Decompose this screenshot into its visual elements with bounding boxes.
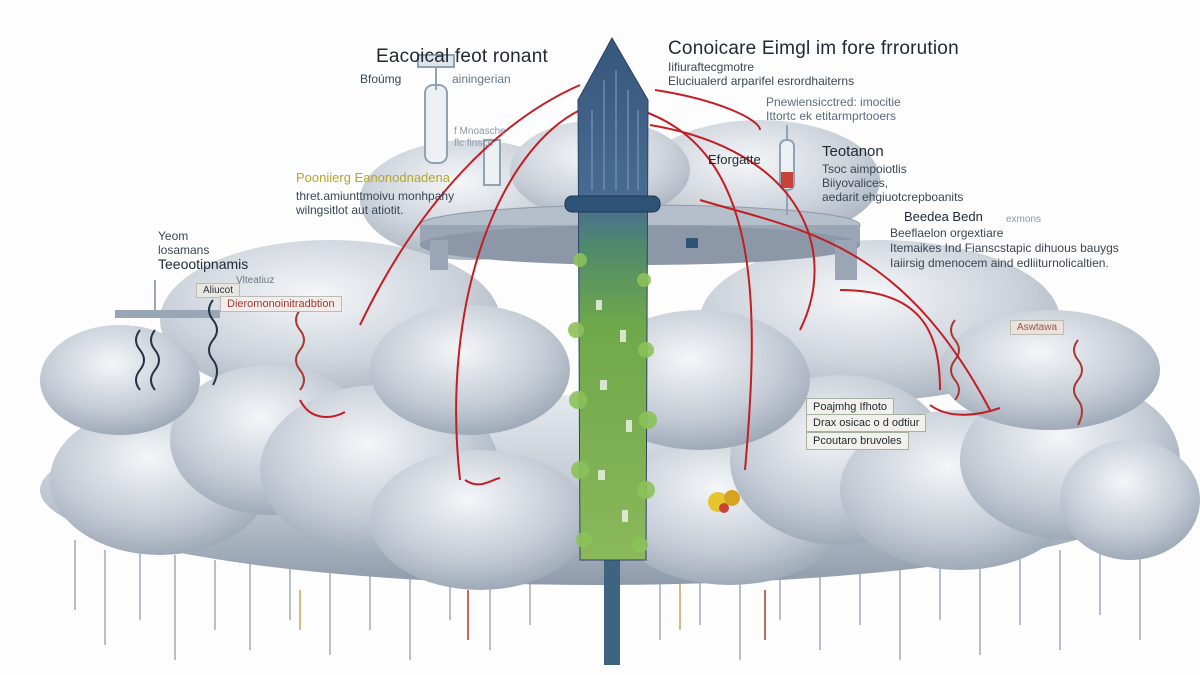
label-tectanon-line2: Biiyovalices, — [822, 176, 889, 190]
test-tube-right — [779, 125, 795, 215]
label-top-center-line1: Iifiuraftecgmotre — [668, 60, 755, 74]
left-stand — [115, 280, 1083, 426]
label-right-line2: Itemaikes Ind Fianscstapic dihuous bauyg… — [890, 241, 1119, 255]
info-box-line2: Drax osicac o d odtiur — [806, 414, 927, 432]
label-red-box: Dieromonoinitradbtion — [220, 296, 342, 312]
yellow-sample — [708, 490, 740, 513]
label-tectanon-line1: Tsoc aimpoiotlis — [822, 162, 907, 176]
label-left-line1: thret.amiunttmoivu monhpahy — [296, 189, 455, 203]
label-far-left2: losamans — [158, 243, 210, 257]
label-right-line3: Iaiirsig dmenocem aind edliiturnolicalti… — [890, 256, 1109, 270]
label-small-tag1: Vlteatiuz — [236, 275, 275, 286]
label-right-tag: Aswtawa — [1010, 320, 1065, 335]
label-left-line2: wilngsitlot aut atiotit. — [296, 203, 404, 217]
label-small-tag2: Aliucot — [196, 283, 241, 298]
label-tectanon-line3: aedarit ehgiuotcrepboanits — [822, 190, 964, 204]
label-mid-right-line1: Pnewiensicctred: imocitie — [766, 95, 901, 109]
label-right-header: Beedea Bedn — [904, 209, 983, 224]
label-left-yellow-title: Pooniierg Eanonodnadena — [296, 170, 450, 185]
label-mid-right-line2: Ittortc ek etitarmprtooers — [766, 109, 897, 123]
connector-lines — [299, 84, 1001, 486]
label-tectanon-title: Teotanon — [822, 143, 884, 160]
label-right-header-small: exmons — [1006, 214, 1042, 225]
label-top-center-title: Conoicare Eimgl im fore frrorution — [668, 38, 959, 59]
label-top-center-line2: Eluciualerd arparifel esrordhaiterns — [668, 74, 855, 88]
label-far-left1: Yeom — [158, 229, 189, 243]
label-top-left-sub1: Bfoúmg — [360, 72, 402, 86]
tower-column — [564, 36, 698, 665]
drip-lines — [74, 540, 1141, 660]
lab-apparatus-left — [417, 54, 501, 186]
label-top-left-small1: f Mnoasche — [454, 126, 506, 137]
label-eforgatte: Eforgatte — [708, 152, 761, 167]
label-far-left3: Teeootipnamis — [158, 256, 249, 272]
label-top-left-title: Eacoical feot ronant — [376, 46, 548, 67]
label-right-line1: Beeflaelon orgextiare — [890, 226, 1004, 240]
info-box-line3: Pcoutaro bruvoles — [806, 432, 909, 450]
label-top-left-sub2: ainingerian — [452, 72, 511, 86]
label-top-left-small2: flc finsco — [454, 138, 493, 149]
